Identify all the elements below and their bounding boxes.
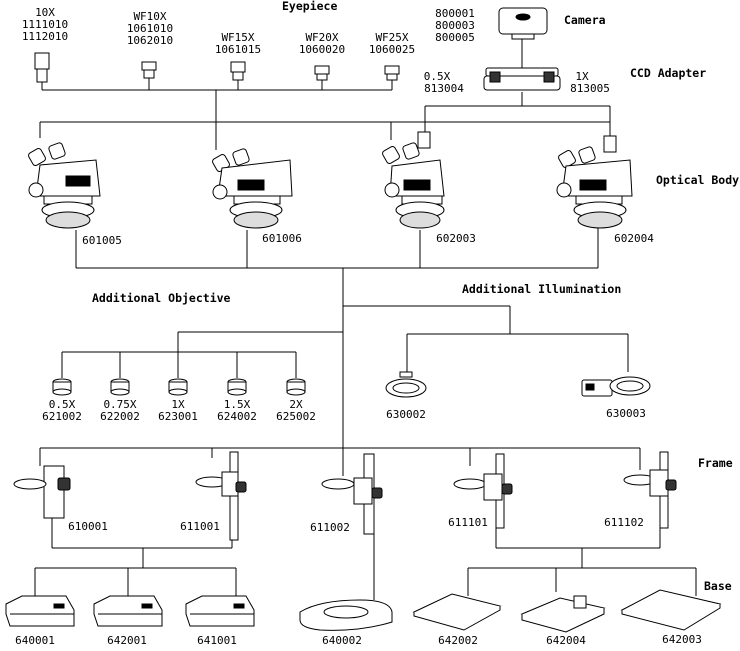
base-icon bbox=[299, 599, 393, 631]
ccd-adapter-name: 1X bbox=[575, 70, 589, 83]
optical-body-code: 601006 bbox=[262, 232, 302, 245]
frame-icon bbox=[13, 465, 71, 519]
eyepiece-icon bbox=[314, 65, 330, 81]
base-icon bbox=[412, 593, 502, 631]
base-icon bbox=[93, 595, 163, 627]
ring-light-controller-icon bbox=[581, 376, 651, 397]
objective-code: 621002 bbox=[42, 410, 82, 423]
frame-code: 611002 bbox=[310, 521, 350, 534]
base-code: 642004 bbox=[546, 634, 586, 647]
objective-name: 2X bbox=[289, 398, 303, 411]
ccd-adapter-name: 0.5X bbox=[423, 70, 451, 83]
base-code: 642001 bbox=[107, 634, 147, 647]
eyepiece-name: WF15X bbox=[221, 31, 255, 44]
section-frame: Frame bbox=[698, 456, 733, 470]
eyepiece-codes: 1060020 bbox=[298, 43, 346, 56]
objective-lens-icon bbox=[227, 378, 247, 396]
section-camera: Camera bbox=[564, 13, 606, 27]
objective-name: 1X bbox=[171, 398, 185, 411]
objective-name: 0.5X bbox=[48, 398, 76, 411]
frame-code: 611101 bbox=[448, 516, 488, 529]
camera-codes: 800001 800003 800005 bbox=[435, 7, 475, 44]
eyepiece-name: 10X bbox=[35, 6, 55, 19]
optical-body-code: 602003 bbox=[436, 232, 476, 245]
frame-code: 611001 bbox=[180, 520, 220, 533]
frame-code: 611102 bbox=[604, 516, 644, 529]
objective-lens-icon bbox=[110, 378, 130, 396]
eyepiece-name: WF25X bbox=[375, 31, 409, 44]
section-eyepiece: Eyepiece bbox=[282, 0, 338, 13]
base-code: 642002 bbox=[438, 634, 478, 647]
base-code: 641001 bbox=[197, 634, 237, 647]
objective-code: 622002 bbox=[100, 410, 140, 423]
section-ccd-adapter: CCD Adapter bbox=[630, 66, 707, 80]
ring-light-icon bbox=[385, 371, 427, 398]
optical-body-code: 601005 bbox=[82, 234, 122, 247]
eyepiece-codes: 1061010 1062010 bbox=[126, 22, 174, 47]
eyepiece-icon bbox=[141, 61, 157, 79]
eyepiece-codes: 1111010 1112010 bbox=[21, 18, 69, 43]
camera-icon bbox=[498, 7, 548, 40]
optical-body-code: 602004 bbox=[614, 232, 654, 245]
optical-body-icon bbox=[28, 142, 101, 229]
eyepiece-name: WF20X bbox=[305, 31, 339, 44]
eyepiece-codes: 1061015 bbox=[214, 43, 262, 56]
optical-body-icon bbox=[382, 131, 445, 229]
frame-code: 610001 bbox=[68, 520, 108, 533]
section-base: Base bbox=[704, 579, 732, 593]
base-icon bbox=[185, 595, 255, 627]
frame-icon bbox=[195, 451, 247, 541]
section-additional-illumination: Additional Illumination bbox=[462, 282, 622, 296]
frame-icon bbox=[623, 451, 677, 529]
base-icon bbox=[620, 589, 722, 631]
ccd-adapter-code: 813004 bbox=[424, 82, 464, 95]
base-code: 642003 bbox=[662, 633, 702, 646]
objective-lens-icon bbox=[286, 378, 306, 396]
objective-lens-icon bbox=[168, 378, 188, 396]
objective-lens-icon bbox=[52, 378, 72, 396]
frame-icon bbox=[321, 453, 383, 535]
base-icon bbox=[5, 595, 75, 627]
frame-icon bbox=[453, 453, 513, 529]
illumination-code: 630002 bbox=[386, 408, 426, 421]
eyepiece-codes: 1060025 bbox=[368, 43, 416, 56]
illumination-code: 630003 bbox=[606, 407, 646, 420]
optical-body-icon bbox=[556, 135, 633, 229]
eyepiece-icon bbox=[384, 65, 400, 81]
base-code: 640001 bbox=[15, 634, 55, 647]
eyepiece-name: WF10X bbox=[133, 10, 167, 23]
objective-code: 625002 bbox=[276, 410, 316, 423]
ccd-adapter-code: 813005 bbox=[570, 82, 610, 95]
ccd-adapter-icon bbox=[483, 67, 561, 91]
base-icon bbox=[520, 595, 606, 633]
section-optical-body: Optical Body bbox=[656, 173, 740, 187]
eyepiece-icon bbox=[34, 52, 50, 83]
objective-code: 623001 bbox=[158, 410, 198, 423]
eyepiece-icon bbox=[230, 61, 246, 81]
optical-body-icon bbox=[212, 148, 293, 229]
section-additional-objective: Additional Objective bbox=[92, 291, 231, 305]
base-code: 640002 bbox=[322, 634, 362, 647]
objective-name: 0.75X bbox=[103, 398, 137, 411]
objective-name: 1.5X bbox=[223, 398, 251, 411]
objective-code: 624002 bbox=[217, 410, 257, 423]
